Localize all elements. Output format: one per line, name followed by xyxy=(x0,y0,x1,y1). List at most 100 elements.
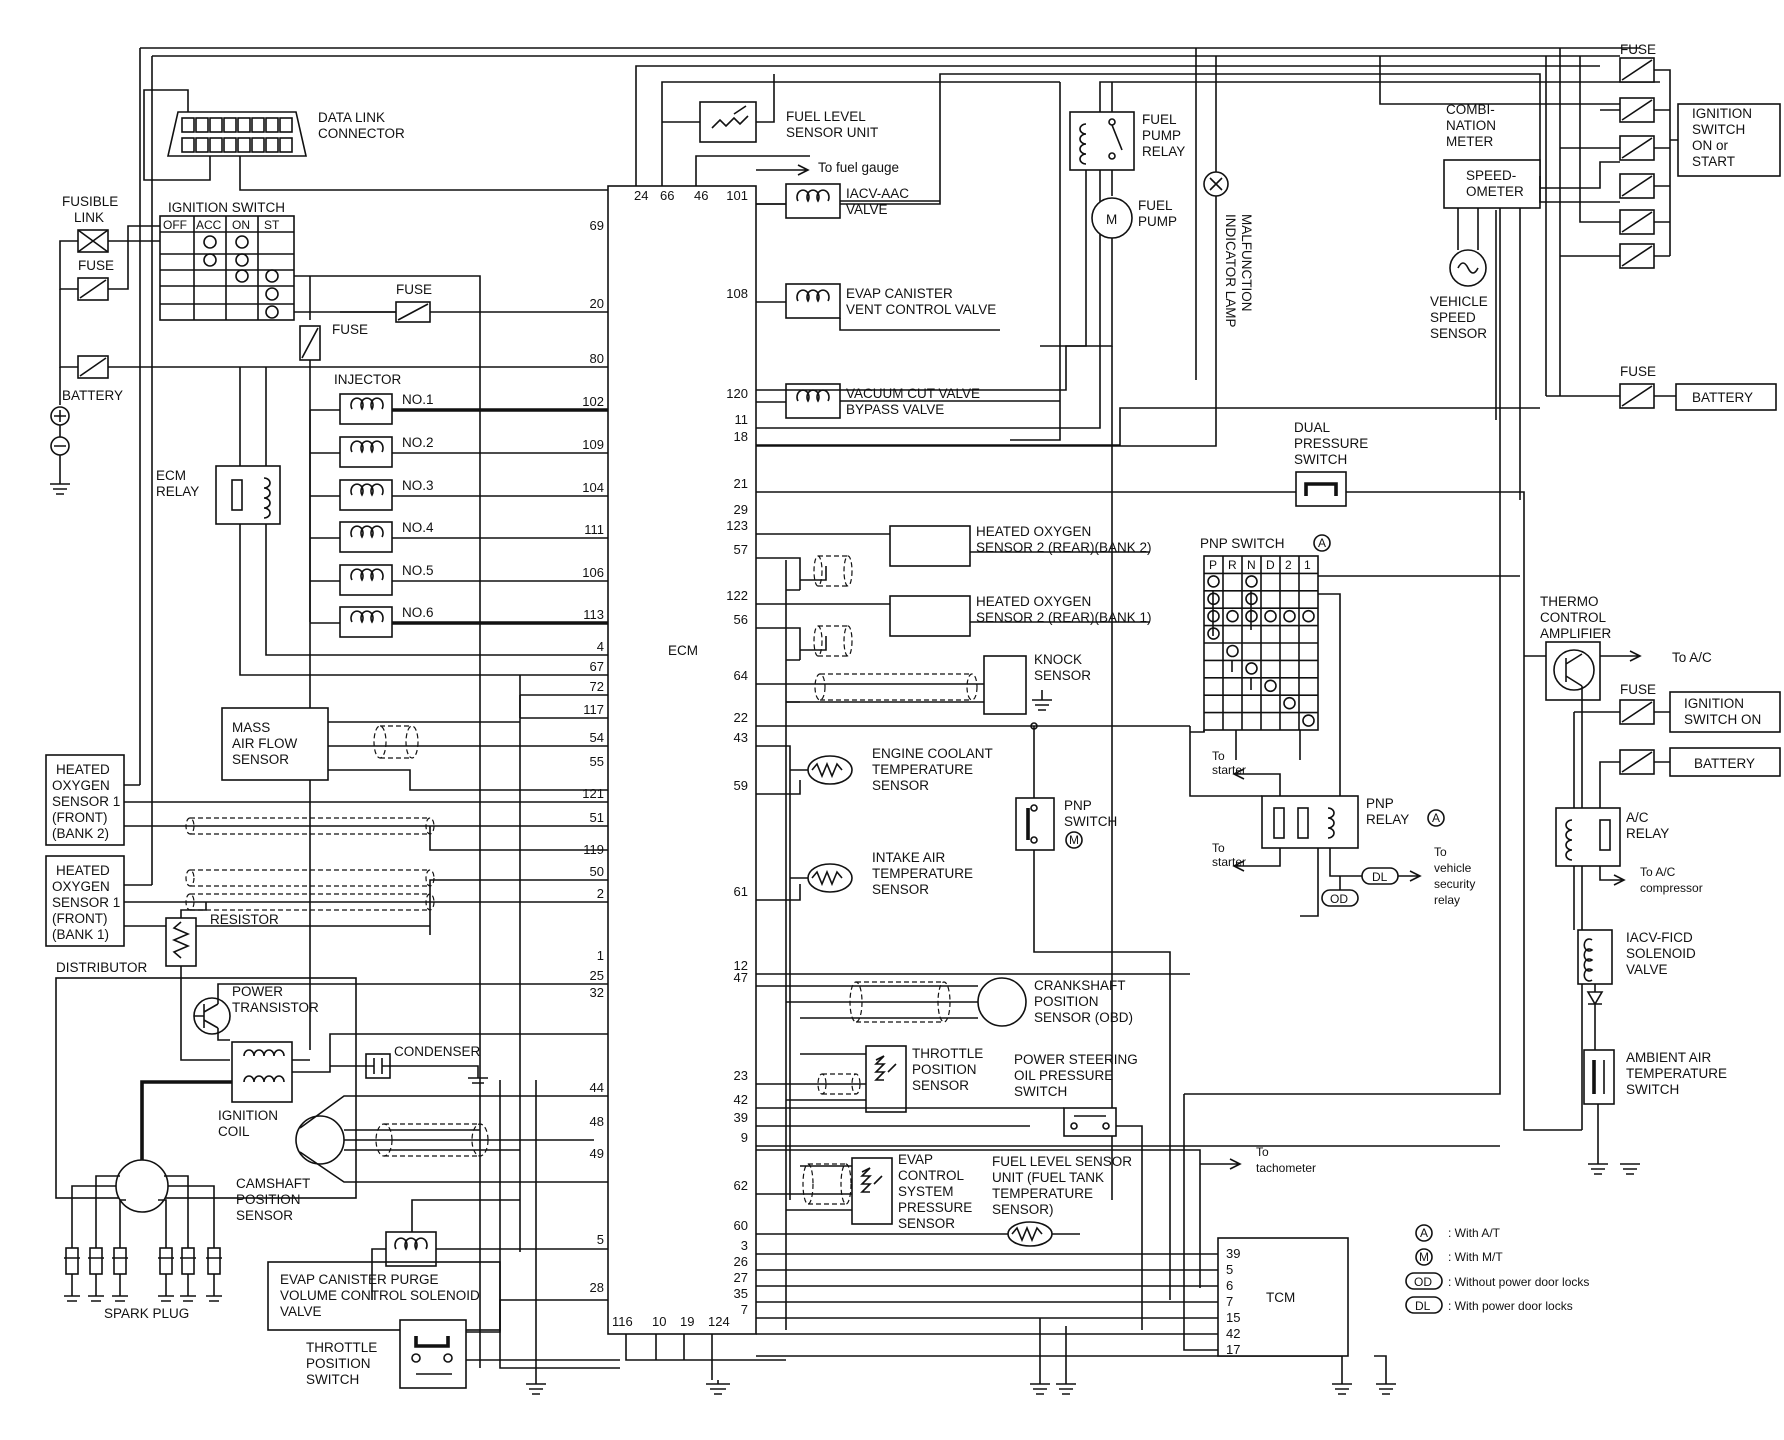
mark-od-text: OD xyxy=(1330,892,1348,906)
ecm-left-pin: 32 xyxy=(590,985,604,1000)
fuel-pump-label-2: PUMP xyxy=(1138,214,1177,229)
ecm-right-pin: 39 xyxy=(734,1110,748,1125)
ecm-right-pin: 56 xyxy=(734,612,748,627)
signal-wires-lower xyxy=(756,1125,1500,1147)
tps-label-3: SENSOR xyxy=(912,1078,969,1093)
ecm-label: ECM xyxy=(668,643,698,658)
ecm-left-pin: 2 xyxy=(597,886,604,901)
mass-air-flow-sensor: MASS AIR FLOW SENSOR xyxy=(221,675,608,1252)
ecm-left-pin: 5 xyxy=(597,1232,604,1247)
pnp-relay: PNP RELAY A To starter To starter DL OD … xyxy=(1189,726,1475,917)
tcm-pin: 15 xyxy=(1226,1310,1240,1325)
mil-label-1: MALFUNCTION xyxy=(1239,214,1254,312)
iacv-aac-label-1: IACV-AAC xyxy=(846,186,909,201)
throttle-switch-label-1: THROTTLE xyxy=(306,1340,377,1355)
pnp-relay-label-1: PNP xyxy=(1366,796,1394,811)
iacv-ficd-label-3: VALVE xyxy=(1626,962,1668,977)
heated-oxygen-sensor-front-bank1: HEATED OXYGEN SENSOR 1 (FRONT) (BANK 1) xyxy=(45,855,608,947)
evap-purge-label-1: EVAP CANISTER PURGE xyxy=(280,1272,439,1287)
top-bus-wires xyxy=(124,47,1660,886)
ignition-coil-label-2: COIL xyxy=(218,1124,250,1139)
to-tachometer-label-2: tachometer xyxy=(1256,1161,1316,1175)
legend-dl-icon xyxy=(1405,1296,1443,1314)
to-ac-compressor-label-2: compressor xyxy=(1640,881,1703,895)
camshaft-label-3: SENSOR xyxy=(236,1208,293,1223)
combination-meter: COMBI- NATION METER SPEED- OMETER VEHICL… xyxy=(1184,102,1620,1095)
fuel-tank-temp-label-4: SENSOR) xyxy=(992,1202,1054,1217)
ign-on-start-label-1: IGNITION xyxy=(1692,106,1752,121)
injector-label: INJECTOR xyxy=(334,372,402,387)
ecm-relay-label-1: ECM xyxy=(156,468,186,483)
evap-canister-purge-valve: EVAP CANISTER PURGE VOLUME CONTROL SOLEN… xyxy=(267,1199,608,1331)
ecm-left-pin: 28 xyxy=(590,1280,604,1295)
to-security-label-3: security xyxy=(1434,877,1475,891)
ign-col-acc: ACC xyxy=(196,218,222,232)
resistor-label: RESISTOR xyxy=(210,912,279,927)
evap-pressure-label-2: CONTROL xyxy=(898,1168,964,1183)
ign-on-start-label-4: START xyxy=(1692,154,1735,169)
psps-label-2: OIL PRESSURE xyxy=(1014,1068,1113,1083)
to-security-label-1: To xyxy=(1434,845,1447,859)
ecm-left-pin: 20 xyxy=(590,296,604,311)
ho2s-rear-b1-label-1: HEATED OXYGEN xyxy=(976,594,1091,609)
evap-vent-label-1: EVAP CANISTER xyxy=(846,286,953,301)
evap-purge-label-2: VOLUME CONTROL SOLENOID xyxy=(280,1288,480,1303)
ecm-left-pin: 1 xyxy=(597,948,604,963)
knock-label-2: SENSOR xyxy=(1034,668,1091,683)
fuel-pump-label-1: FUEL xyxy=(1138,198,1173,213)
ecm-top-pins: 24 66 46 xyxy=(634,188,708,203)
injector-1: NO.1 xyxy=(310,392,608,425)
evap-vent-label-2: VENT CONTROL VALVE xyxy=(846,302,996,317)
vacuum-cut-label-1: VACUUM CUT VALVE xyxy=(846,386,980,401)
fuse-ecm-20: FUSE xyxy=(340,282,608,323)
distributor-label: DISTRIBUTOR xyxy=(56,960,148,975)
tcm-pin: 39 xyxy=(1226,1246,1240,1261)
ho2s-b1-label-3: SENSOR 1 xyxy=(52,895,120,910)
legend-a-symbol: A xyxy=(1420,1226,1428,1240)
power-steering-oil-pressure-switch: POWER STEERING OIL PRESSURE SWITCH xyxy=(756,1052,1143,1330)
combi-meter-label-3: METER xyxy=(1446,134,1494,149)
iacv-ficd-label-1: IACV-FICD xyxy=(1626,930,1693,945)
fuel-pump-relay-label-1: FUEL xyxy=(1142,112,1177,127)
ign-col-on: ON xyxy=(232,218,250,232)
ecm-bottom-pins: 116 10 19 124 xyxy=(612,1314,730,1329)
ecm-right-pin: 7 xyxy=(741,1302,748,1317)
injector-4: NO.4 xyxy=(310,520,608,553)
legend-a-text: : With A/T xyxy=(1448,1226,1501,1240)
dual-pressure-label-3: SWITCH xyxy=(1294,452,1347,467)
ecm-right-pin: 61 xyxy=(734,884,748,899)
ecm-relay-label-2: RELAY xyxy=(156,484,199,499)
ecm-right-pins: 1011081201118212912357122566422435961124… xyxy=(726,188,748,1317)
ecm-top-pin: 66 xyxy=(660,188,674,203)
mark-a-text: A xyxy=(1432,811,1440,825)
ecm-right-pin: 22 xyxy=(734,710,748,725)
tcm-pin: 5 xyxy=(1226,1262,1233,1277)
pnp-switch-at-label: PNP SWITCH xyxy=(1200,536,1285,551)
knock-sensor: KNOCK SENSOR xyxy=(756,652,1091,715)
ect-label-1: ENGINE COOLANT xyxy=(872,746,993,761)
ecm-right-pin: 21 xyxy=(734,476,748,491)
ecm-right-pin: 42 xyxy=(734,1092,748,1107)
injector-2: NO.2 xyxy=(310,435,608,468)
legend-m-text: : With M/T xyxy=(1448,1250,1503,1264)
tcm-label: TCM xyxy=(1266,1290,1295,1305)
pnp-mt-label-2: SWITCH xyxy=(1064,814,1117,829)
crankshaft-label-3: SENSOR (OBD) xyxy=(1034,1010,1133,1025)
data-link-label-1: DATA LINK xyxy=(318,110,385,125)
injector-label-no: NO.5 xyxy=(402,563,434,578)
camshaft-label-2: POSITION xyxy=(236,1192,301,1207)
heated-oxygen-sensor-front-bank2: HEATED OXYGEN SENSOR 1 (FRONT) (BANK 2) xyxy=(45,754,608,851)
ecm-left-pin: 44 xyxy=(590,1080,604,1095)
fuse-label-right-top: FUSE xyxy=(1620,42,1656,57)
ho2s-b2-label-3: SENSOR 1 xyxy=(52,794,120,809)
ecm-right-pin: 47 xyxy=(734,970,748,985)
ecm-right-pin: 120 xyxy=(726,386,748,401)
throttle-position-switch: THROTTLE POSITION SWITCH xyxy=(306,1299,620,1389)
iat-label-2: TEMPERATURE xyxy=(872,866,973,881)
fuel-level-unit-label-2: SENSOR UNIT xyxy=(786,125,878,140)
fuel-tank-temperature-sensor: FUEL LEVEL SENSOR UNIT (FUEL TANK TEMPER… xyxy=(756,1154,1132,1247)
fuse-label-ign: FUSE xyxy=(332,322,368,337)
injector-3: NO.3 xyxy=(310,478,608,511)
ecm-right-pin: 101 xyxy=(726,188,748,203)
